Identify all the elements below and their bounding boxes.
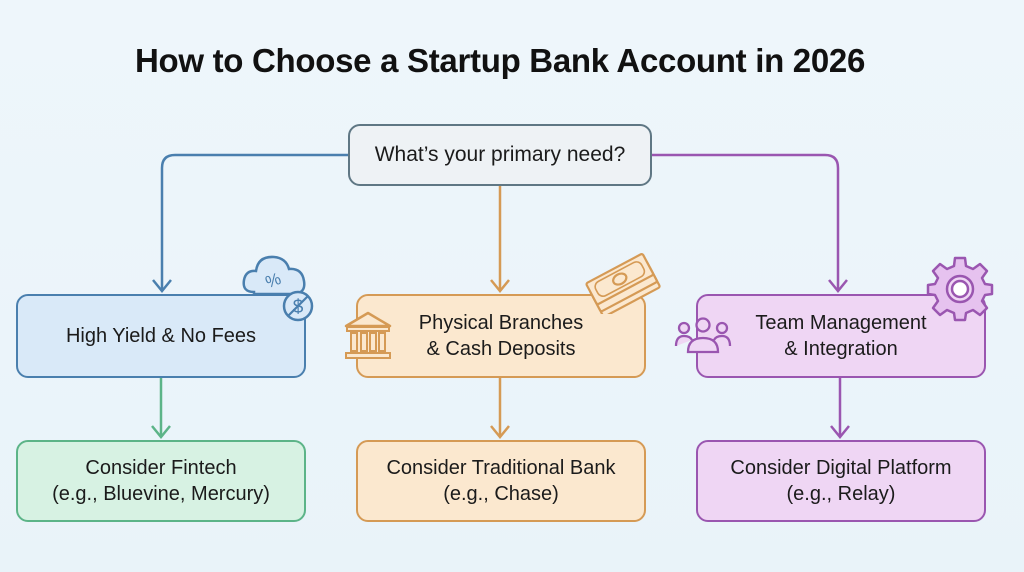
recommendation-traditional-bank: Consider Traditional Bank (e.g., Chase) — [356, 440, 646, 522]
recommendation-digital-platform: Consider Digital Platform (e.g., Relay) — [696, 440, 986, 522]
team-users-icon — [674, 317, 732, 354]
rec-label-line2: (e.g., Bluevine, Mercury) — [52, 483, 270, 505]
cash-stack-icon — [585, 253, 661, 314]
need-high-yield: High Yield & No Fees — [16, 294, 306, 378]
need-label-line1: Physical Branches — [418, 312, 584, 334]
rec-label-line2: (e.g., Relay) — [786, 483, 896, 505]
rec-label-line1: Consider Traditional Bank — [386, 457, 616, 479]
need-label-line2: & Integration — [784, 338, 898, 360]
need-label-line2: & Cash Deposits — [426, 338, 576, 360]
page-title: How to Choose a Startup Bank Account in … — [134, 42, 866, 79]
cloud-percent-no-dollar-icon: % $ — [242, 255, 314, 322]
recommendation-fintech: Consider Fintech (e.g., Bluevine, Mercur… — [16, 440, 306, 522]
rec-label-line2: (e.g., Chase) — [443, 483, 559, 505]
rec-label-line1: Consider Digital Platform — [730, 457, 952, 479]
gear-icon — [926, 256, 994, 322]
svg-text:$: $ — [293, 297, 304, 318]
bank-building-icon — [344, 311, 392, 359]
need-physical-branches: Physical Branches & Cash Deposits — [356, 294, 646, 378]
primary-need-question: What’s your primary need? — [348, 124, 652, 186]
rec-label-line1: Consider Fintech — [85, 457, 237, 479]
svg-text:%: % — [263, 269, 284, 292]
need-label-line1: Team Management — [755, 312, 927, 334]
need-label: High Yield & No Fees — [65, 325, 257, 347]
question-label: What’s your primary need? — [374, 143, 626, 166]
